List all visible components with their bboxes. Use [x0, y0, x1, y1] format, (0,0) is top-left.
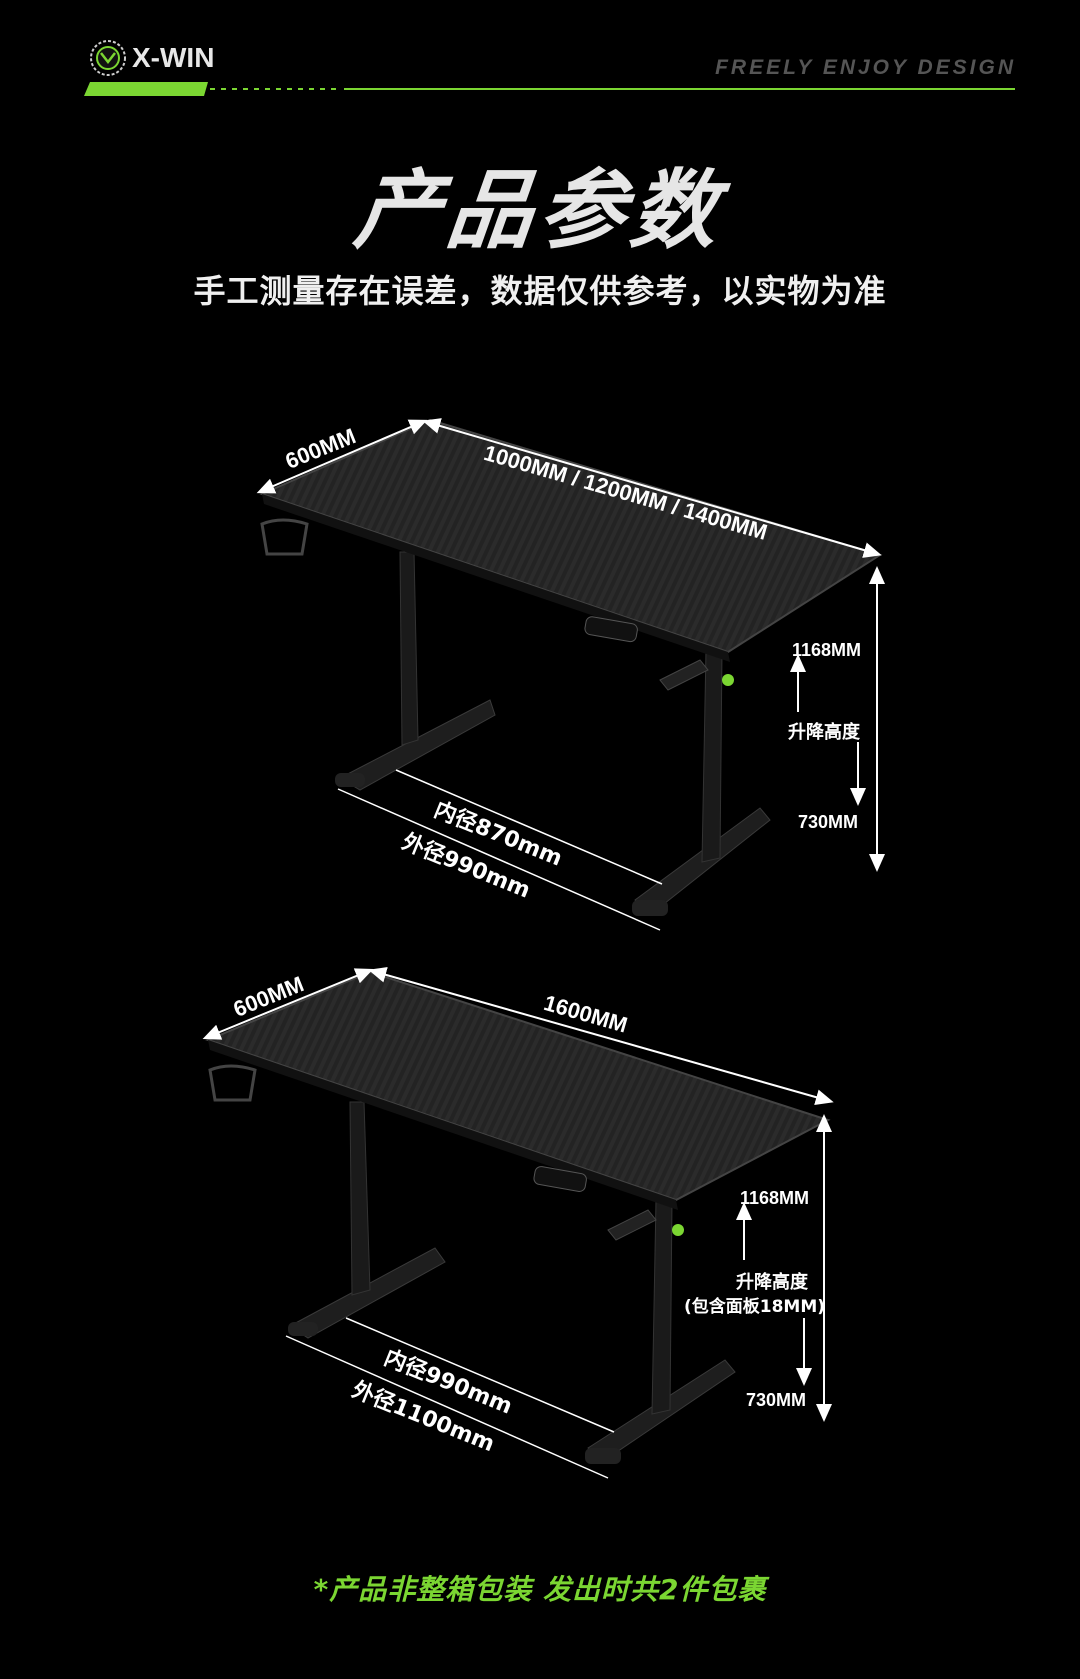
desk-1-illustration — [256, 418, 885, 931]
desk-2-max-height: 1168MM — [740, 1188, 810, 1208]
desk-2-illustration — [202, 967, 834, 1479]
desk-1-max-height: 1168MM — [792, 640, 862, 660]
desk-1-min-height: 730MM — [798, 812, 859, 832]
brand-tagline: FREELY ENJOY DESIGN — [715, 56, 1016, 79]
desk-2-min-height: 730MM — [746, 1390, 807, 1410]
desk-1-lift-label: 升降高度 — [788, 722, 860, 743]
brand-emblem-icon — [90, 40, 126, 76]
footer-note: *产品非整箱包装 发出时共2件包裹 — [313, 1573, 767, 1606]
page-subtitle: 手工测量存在误差，数据仅供参考，以实物为准 — [193, 272, 887, 310]
header-divider — [84, 82, 1015, 96]
desk-2-lift-label: 升降高度 — [736, 1272, 808, 1293]
brand-logo — [88, 38, 328, 78]
brand-name: X-WIN — [132, 42, 215, 73]
desk-2-lift-note: (包含面板18MM) — [684, 1297, 826, 1317]
